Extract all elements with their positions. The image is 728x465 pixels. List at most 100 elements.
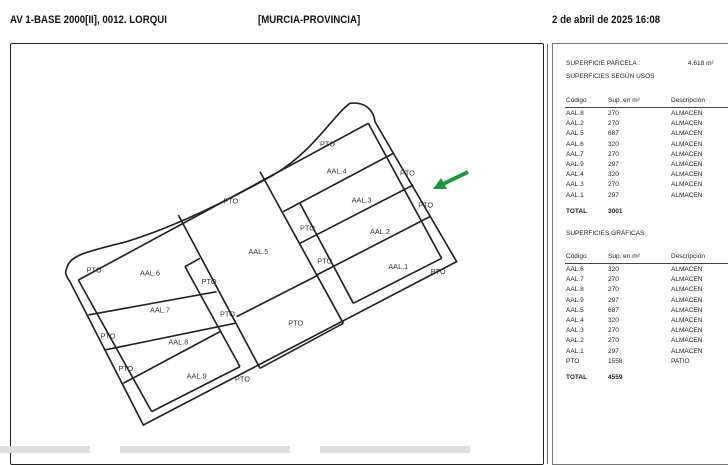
label-aal1: AAL.1 — [388, 262, 408, 271]
cell-code: AAL.4 — [566, 171, 584, 179]
cell-code: AAL.9 — [566, 161, 584, 168]
cell-code: AAL.7 — [566, 150, 584, 158]
label-pto: PTO — [220, 310, 235, 319]
plan-walls — [77, 122, 443, 413]
cell-description: ALMACEN — [671, 181, 703, 189]
col-area: Sup. en m² — [608, 253, 640, 260]
label-pto: PTO — [101, 331, 116, 340]
cell-description: ALMACEN — [671, 140, 703, 148]
cell-code: AAL.6 — [566, 140, 584, 148]
cell-area: 270 — [608, 337, 619, 345]
date-time: 2 de abril de 2025 16:08 — [552, 14, 661, 26]
cell-description: ALMACEN — [671, 130, 703, 138]
col-description: Descripción — [671, 253, 705, 260]
label-aal2: AAL.2 — [370, 227, 390, 236]
cell-description: ALMACEN — [671, 306, 703, 314]
cell-description: ALMACEN — [671, 266, 703, 273]
cell-area: 270 — [608, 110, 619, 117]
cell-area: 687 — [608, 130, 619, 138]
cell-area: 1558 — [608, 357, 623, 365]
cell-description: ALMACEN — [671, 171, 703, 179]
graphic-total: 4559 — [608, 374, 623, 381]
label-aal8: AAL.8 — [168, 337, 188, 346]
cell-code: AAL.6 — [566, 266, 584, 273]
label-pto: PTO — [118, 364, 133, 373]
label-pto: PTO — [300, 224, 315, 233]
cell-code: AAL.1 — [566, 191, 584, 199]
label-pto: PTO — [235, 375, 250, 384]
cell-code: AAL.5 — [566, 130, 584, 138]
cell-area: 270 — [608, 150, 619, 158]
cell-area: 320 — [608, 140, 619, 148]
cell-description: ALMACEN — [671, 337, 703, 345]
label-aal4: AAL.4 — [327, 167, 347, 176]
cell-description: ALMACEN — [671, 347, 703, 355]
label-pto: PTO — [418, 200, 433, 209]
cell-area: 270 — [608, 120, 619, 128]
col-code: Código — [566, 97, 587, 104]
cell-area: 270 — [608, 327, 619, 335]
label-pto: PTO — [87, 265, 102, 274]
cell-code: PTO — [566, 357, 580, 365]
cell-code: AAL.7 — [566, 276, 584, 284]
surfaces-panel: SUPERFICIE PARCELA : 4.618 m² SUPERFICIE… — [552, 43, 728, 465]
cell-description: PATIO — [671, 357, 690, 365]
uses-title: SUPERFICIES SEGÚN USOS — [566, 73, 655, 80]
cell-area: 270 — [608, 181, 619, 189]
cell-area: 687 — [608, 306, 619, 314]
cell-description: ALMACEN — [671, 191, 703, 199]
cell-description: ALMACEN — [671, 327, 703, 335]
graphic-total-label: TOTAL — [566, 374, 588, 381]
label-aal9: AAL.9 — [187, 371, 207, 380]
label-aal6: AAL.6 — [140, 269, 160, 278]
green-arrow-icon — [433, 170, 469, 189]
graphic-title: SUPERFICIES GRÁFICAS — [566, 230, 645, 237]
label-pto: PTO — [223, 196, 238, 205]
label-pto: PTO — [202, 277, 217, 286]
cell-description: ALMACEN — [671, 161, 703, 168]
floor-plan: AAL.1 AAL.2 AAL.3 AAL.4 AAL.5 AAL.6 AAL.… — [64, 102, 469, 427]
cell-area: 297 — [608, 191, 619, 199]
label-pto: PTO — [317, 256, 332, 265]
cell-description: ALMACEN — [671, 150, 703, 158]
col-area: Sup. en m² — [608, 97, 640, 104]
cell-code: AAL.2 — [566, 120, 584, 128]
cell-description: ALMACEN — [671, 317, 703, 324]
cell-description: ALMACEN — [671, 286, 703, 294]
cell-area: 297 — [608, 161, 619, 168]
cell-area: 270 — [608, 286, 619, 294]
label-pto: PTO — [400, 169, 415, 178]
cell-description: ALMACEN — [671, 276, 703, 284]
cell-code: AAL.4 — [566, 317, 584, 324]
parcel-area-value: 4.618 m² — [688, 60, 714, 67]
uses-total-label: TOTAL — [566, 208, 588, 215]
label-aal7: AAL.7 — [150, 305, 170, 314]
cell-area: 297 — [608, 296, 619, 304]
cell-code: AAL.8 — [566, 286, 584, 294]
cell-area: 320 — [608, 171, 619, 179]
label-aal3: AAL.3 — [352, 195, 372, 204]
cell-description: ALMACEN — [671, 296, 703, 304]
label-pto: PTO — [431, 267, 446, 276]
cadastral-reference: AV 1-BASE 2000[II], 0012. LORQUI — [10, 14, 167, 26]
cell-area: 320 — [608, 266, 619, 273]
col-description: Descripción — [671, 97, 705, 104]
cell-code: AAL.9 — [566, 296, 584, 304]
cell-code: AAL.5 — [566, 306, 584, 314]
cell-description: ALMACEN — [671, 120, 703, 128]
cell-area: 320 — [608, 317, 619, 324]
label-aal5: AAL.5 — [248, 247, 268, 256]
cell-code: AAL.2 — [566, 337, 584, 345]
label-pto: PTO — [288, 319, 303, 328]
parcel-outline — [64, 102, 458, 427]
cell-area: 297 — [608, 347, 619, 355]
cell-code: AAL.8 — [566, 110, 584, 117]
cell-area: 270 — [608, 276, 619, 284]
cell-code: AAL.3 — [566, 181, 584, 189]
cell-description: ALMACEN — [671, 110, 703, 117]
label-pto: PTO — [320, 140, 335, 149]
col-code: Código — [566, 253, 587, 260]
uses-total: 3001 — [608, 208, 623, 215]
cell-code: AAL.3 — [566, 327, 584, 335]
cell-code: AAL.1 — [566, 347, 584, 355]
